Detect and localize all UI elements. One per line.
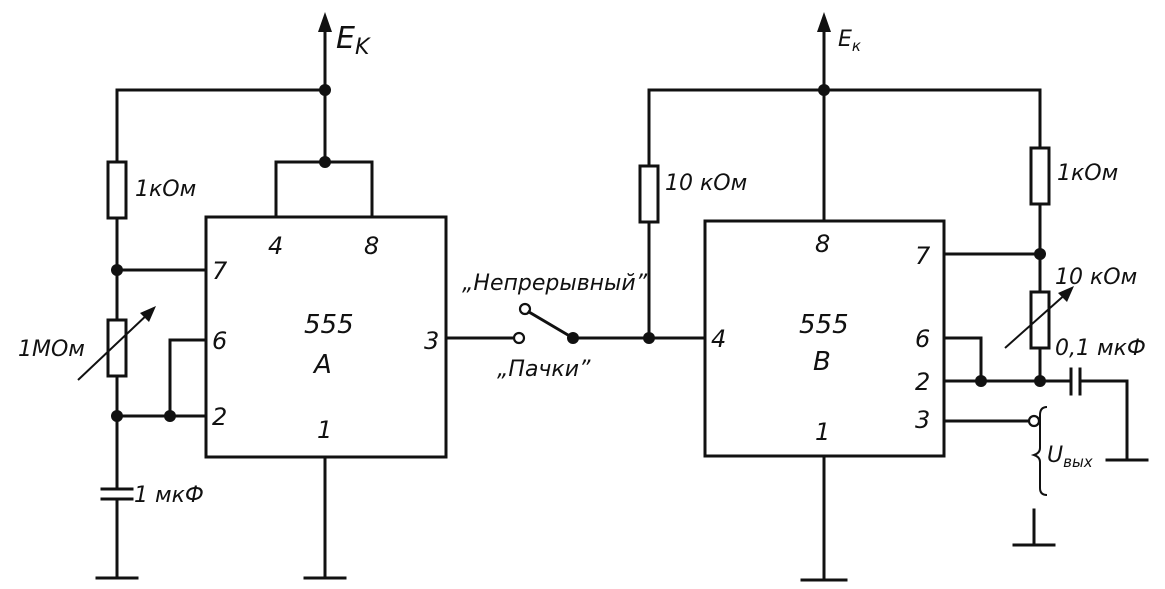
variable-resistor-b-label: 10 кОм: [1055, 265, 1137, 290]
resistor-r2-label: 10 кОм: [665, 171, 747, 196]
chip-a-pin-4: 4: [268, 232, 283, 260]
output-brace: [1030, 406, 1048, 496]
switch-contact-continuous: [518, 302, 532, 316]
supply-label-right: Eк: [838, 27, 861, 55]
chip-a-pin-8: 8: [364, 232, 379, 260]
resistor-r2: [638, 164, 660, 224]
wire-pin6-b: [942, 336, 983, 383]
wire-c2-ground: [1078, 379, 1129, 462]
supply-label-left: EK: [336, 21, 371, 60]
chip-b-name: B: [813, 347, 831, 377]
supply-arrow-left: [318, 12, 332, 92]
variable-resistor-a-label: 1МОм: [18, 337, 85, 362]
chip-a-pin-6: 6: [212, 327, 227, 355]
chip-a-name: A: [312, 350, 332, 380]
resistor-r1: [106, 160, 128, 220]
supply-arrow-right: [817, 12, 831, 92]
resistor-r3: [1029, 146, 1051, 206]
chip-b-pin-7: 7: [915, 242, 931, 270]
switch-lever: [526, 309, 576, 341]
capacitor-c2-label: 0,1 мкФ: [1055, 336, 1146, 361]
chip-b-type: 555: [799, 310, 849, 340]
chip-a-pin-2: 2: [212, 403, 227, 431]
variable-arrow-a: [77, 306, 156, 381]
wire-pin6-a: [168, 338, 208, 418]
variable-resistor-b: [1029, 290, 1051, 350]
chip-b-pin-3: 3: [915, 406, 930, 434]
variable-arrow-b: [1004, 286, 1074, 349]
capacitor-c1-label: 1 мкФ: [134, 483, 204, 508]
junction-dot: [975, 375, 987, 387]
chip-b-pin-6: 6: [915, 325, 930, 353]
chip-a-pin-1: 1: [317, 416, 332, 444]
wire-pins-4-8-a: [274, 160, 374, 219]
chip-b-pin-8: 8: [815, 230, 830, 258]
chip-a-pin-7: 7: [212, 257, 228, 285]
chip-a-type: 555: [304, 310, 354, 340]
output-terminal: [1027, 414, 1041, 428]
switch-label-continuous: „Непрерывный”: [462, 271, 648, 296]
resistor-r1-label: 1кОм: [135, 177, 196, 202]
chip-b-pin-2: 2: [915, 368, 930, 396]
chip-a-pin-3: 3: [424, 327, 439, 355]
switch-label-bursts: „Пачки”: [497, 357, 591, 382]
chip-b-pin-1: 1: [815, 418, 830, 446]
chip-b-body: [703, 219, 946, 458]
chip-b-pin-4: 4: [711, 325, 726, 353]
switch-contact-bursts: [512, 331, 526, 345]
resistor-r3-label: 1кОм: [1057, 161, 1118, 186]
output-label: Uвых: [1047, 443, 1093, 471]
